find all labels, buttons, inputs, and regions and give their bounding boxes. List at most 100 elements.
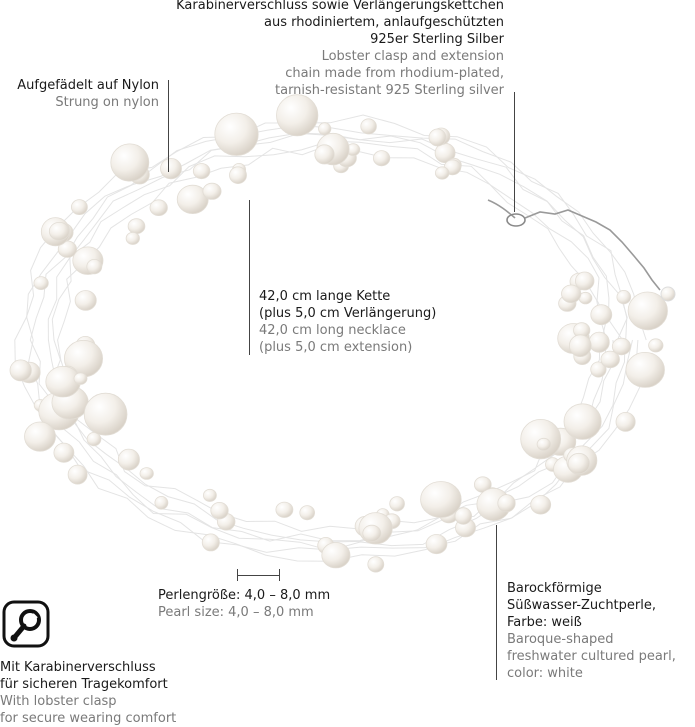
clasp-annotation: Karabinerverschluss sowie Verlängerungsk… (176, 0, 504, 99)
pearltype-de-2: Süßwasser-Zuchtperle, (507, 598, 656, 613)
pearl (9, 359, 32, 382)
pearl (590, 361, 607, 378)
pearl (314, 144, 335, 165)
nylon-en: Strung on nylon (55, 95, 159, 110)
pearltype-de-1: Barockförmige (507, 581, 602, 596)
pearl (536, 437, 551, 451)
extension-chain (487, 199, 661, 291)
pearl (615, 411, 636, 432)
pearl (648, 338, 664, 353)
length-pointer-line (249, 200, 250, 355)
pearl (367, 556, 385, 573)
pearl (214, 112, 259, 156)
pearl (497, 494, 516, 513)
nylon-strand (57, 144, 607, 532)
pearl (276, 94, 319, 137)
pearl (201, 533, 220, 552)
pearl (73, 372, 88, 385)
pearl (625, 351, 665, 388)
nylon-pointer-line (168, 80, 169, 172)
pearl (149, 199, 168, 217)
pearl-size-marker-left (237, 569, 238, 581)
nylon-strand (26, 125, 633, 553)
pearl (125, 231, 140, 245)
length-en-1: 42,0 cm long necklace (259, 323, 406, 338)
length-annotation: 42,0 cm lange Kette (plus 5,0 cm Verläng… (259, 288, 436, 356)
clasp-pointer-line (514, 92, 515, 212)
pearl (454, 507, 473, 525)
comfort-de-2: für sicheren Tragekomfort (0, 677, 168, 692)
pearl (229, 166, 247, 185)
nylon-strand (51, 140, 607, 543)
pearl (110, 143, 150, 182)
pearl (117, 448, 140, 471)
pearl (616, 289, 632, 305)
pearltype-en-2: freshwater cultured pearl, (507, 649, 676, 664)
clasp-en-3: tarnish-resistant 925 Sterling silver (275, 83, 504, 98)
pearl-size-marker-right (279, 569, 280, 581)
pearl (420, 481, 462, 518)
pearl-size-marker (237, 575, 279, 576)
pearl (176, 184, 209, 214)
comfort-annotation: Mit Karabinerverschluss für sicheren Tra… (0, 659, 176, 727)
pearltype-pointer-line (496, 525, 497, 680)
pearl (590, 304, 613, 326)
pearl (275, 501, 294, 518)
length-en-2: (plus 5,0 cm extension) (259, 340, 413, 355)
pearl (428, 128, 447, 147)
pearl (360, 118, 377, 135)
pearl (627, 291, 668, 331)
pearl (53, 442, 75, 463)
pearltype-de-3: Farbe: weiß (507, 615, 582, 630)
pearl (561, 284, 582, 304)
nylon-de: Aufgefädelt auf Nylon (17, 78, 159, 93)
pearl (530, 495, 552, 515)
pearl (127, 218, 146, 235)
pearl (83, 392, 128, 436)
clasp-en-1: Lobster clasp and extension (321, 49, 504, 64)
pearl (192, 163, 211, 180)
pearl (202, 182, 222, 200)
comfort-de-1: Mit Karabinerverschluss (0, 660, 156, 675)
nylon-strand (29, 132, 628, 552)
pearl (71, 199, 88, 216)
pearl (588, 331, 610, 353)
pearl (160, 158, 182, 180)
length-de-1: 42,0 cm lange Kette (259, 289, 391, 304)
pearl (321, 542, 351, 569)
pearltype-annotation: Barockförmige Süßwasser-Zuchtperle, Farb… (507, 580, 676, 682)
nylon-annotation: Aufgefädelt auf Nylon Strung on nylon (17, 77, 159, 111)
pearl (67, 464, 88, 485)
clasp-de-1: Karabinerverschluss sowie Verlängerungsk… (176, 0, 504, 13)
pearl (425, 534, 448, 555)
pearl (372, 150, 391, 167)
clasp-de-3: 925er Sterling Silber (370, 32, 504, 47)
pearl (568, 334, 592, 358)
pearl (33, 276, 49, 291)
pearlsize-de: Perlengröße: 4,0 – 8,0 mm (158, 588, 331, 603)
pearl (435, 166, 450, 180)
pearl (389, 496, 405, 512)
nylon-strand (47, 132, 624, 542)
clasp-de-2: aus rhodiniertem, anlaufgeschützten (263, 15, 504, 30)
pearls-group (9, 94, 668, 573)
pearl (86, 258, 103, 275)
pearl (299, 505, 316, 521)
pearlsize-annotation: Perlengröße: 4,0 – 8,0 mm Pearl size: 4,… (158, 587, 330, 621)
pearl (86, 431, 102, 447)
nylon-strand (14, 114, 647, 562)
pearl (318, 122, 332, 136)
pearl (575, 271, 595, 291)
pearl (210, 501, 229, 520)
length-de-2: (plus 5,0 cm Verlängerung) (259, 306, 437, 321)
lobster-clasp-icon (2, 600, 50, 648)
clasp-en-2: chain made from rhodium-plated, (285, 66, 504, 81)
pearl (48, 222, 70, 241)
pearl (202, 488, 217, 502)
pearl (139, 467, 154, 480)
pearl (611, 337, 632, 356)
pearl (567, 452, 590, 475)
comfort-en-1: With lobster clasp (0, 694, 117, 709)
pearlsize-en: Pearl size: 4,0 – 8,0 mm (158, 605, 314, 620)
